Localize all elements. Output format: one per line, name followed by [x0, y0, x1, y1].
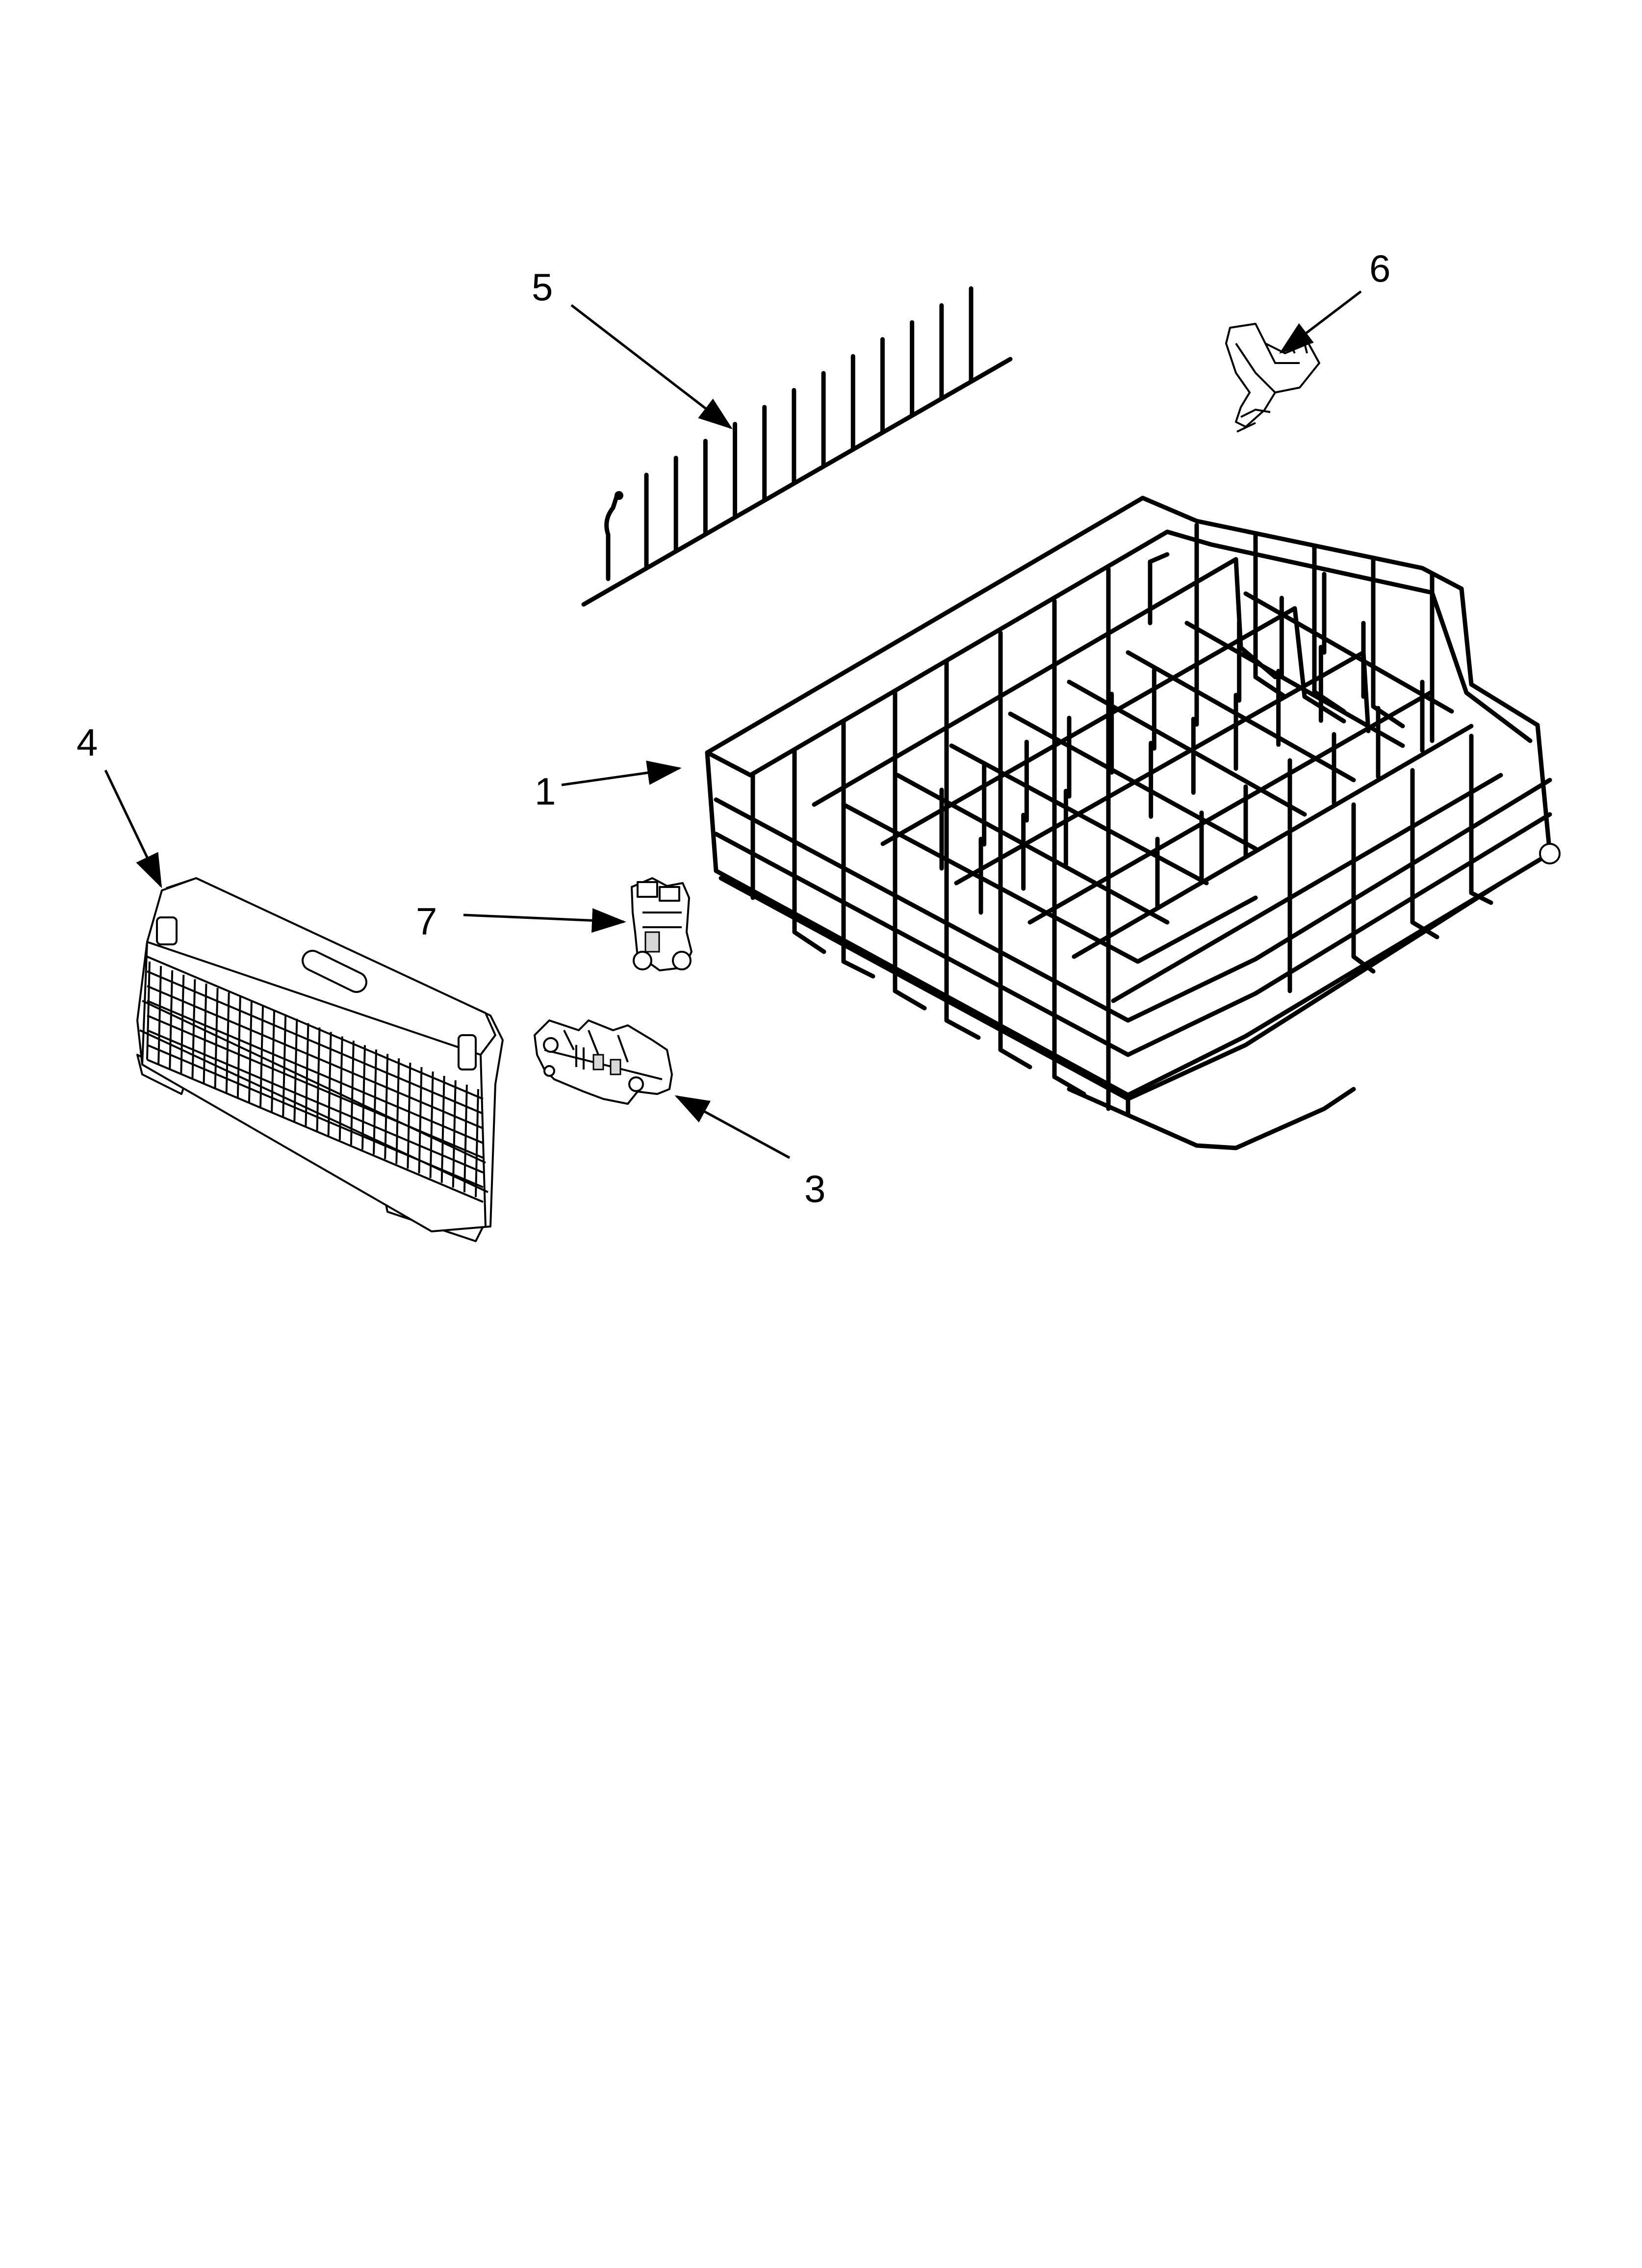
line-segment [236, 996, 241, 1098]
line-segment [475, 1089, 479, 1198]
callout-4: 4 [77, 721, 98, 764]
line-segment [191, 979, 196, 1079]
line-segment [180, 974, 185, 1074]
line-segment [282, 1014, 287, 1117]
line-segment [169, 970, 174, 1069]
line-segment [147, 1029, 484, 1173]
lower-rack-part-1 [705, 495, 1561, 1150]
line-segment [203, 983, 207, 1084]
line-segment [271, 1010, 276, 1112]
line-segment [452, 1080, 457, 1188]
line-segment [157, 965, 162, 1065]
line-segment [418, 1067, 423, 1173]
line-segment [147, 1059, 484, 1203]
line-segment [147, 970, 484, 1115]
line-segment [259, 1005, 264, 1107]
rack-bumper-part-3 [534, 1019, 673, 1105]
line-segment [395, 1058, 400, 1164]
line-segment [463, 1084, 468, 1193]
callout-6: 6 [1369, 247, 1390, 290]
leader-1 [561, 760, 682, 786]
callout-5: 5 [532, 265, 553, 309]
line-segment [147, 985, 484, 1129]
tine-row-part-5 [581, 286, 1013, 607]
line-segment [293, 1018, 298, 1121]
callout-3: 3 [804, 1167, 825, 1210]
line-segment [429, 1071, 434, 1178]
leader-3 [674, 1095, 791, 1159]
leader-5 [570, 304, 733, 430]
line-segment [407, 1063, 411, 1169]
leader-6 [1279, 290, 1362, 354]
line-segment [214, 988, 219, 1088]
rack-clip-part-6 [1225, 323, 1320, 433]
line-segment [147, 956, 484, 1100]
leader-lines [104, 290, 1362, 1159]
line-segment [147, 1044, 484, 1188]
line-segment [225, 992, 230, 1093]
line-segment [384, 1054, 389, 1159]
line-segment [146, 961, 151, 1060]
callout-1: 1 [535, 770, 556, 813]
line-segment [373, 1049, 378, 1155]
silverware-basket-part-4 [136, 877, 504, 1242]
leader-7 [463, 908, 626, 933]
line-segment [248, 1001, 253, 1102]
line-segment [147, 1000, 484, 1144]
leader-4 [104, 769, 162, 888]
line-segment [440, 1076, 445, 1183]
line-segment [147, 1015, 484, 1159]
callout-7: 7 [416, 900, 437, 943]
roller-bracket-part-7 [631, 877, 693, 971]
